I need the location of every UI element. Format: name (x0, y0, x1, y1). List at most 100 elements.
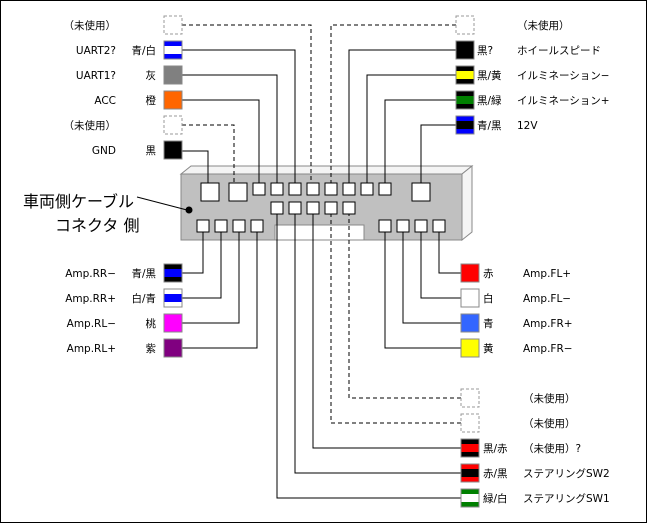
wire-swatch-border (455, 90, 475, 110)
wire-color-block (163, 338, 183, 358)
wire-swatch (460, 388, 480, 408)
wire-swatch (163, 115, 183, 135)
wire-stripe (456, 116, 474, 121)
wire-swatch (460, 288, 480, 308)
wire-signal-label: Amp.RR− (65, 268, 116, 280)
wire-signal-label: （未使用） (517, 19, 570, 32)
wire-swatch (163, 313, 183, 333)
wire-color-label: 白 (483, 292, 494, 305)
wire-signal-label: ACC (94, 95, 116, 107)
wire-signal-label: Amp.FR+ (523, 318, 573, 330)
wire-color-label: 白/青 (131, 292, 156, 305)
wire-stripe (461, 464, 479, 469)
wire-color-label: 青 (483, 317, 494, 330)
connector-pin (414, 219, 428, 233)
connector-pin (250, 219, 264, 233)
wire-signal-label: Amp.RR+ (65, 293, 116, 305)
wire-color-label: 黒 (146, 145, 157, 157)
wire-stripe (164, 302, 182, 307)
connector-pin (411, 182, 431, 202)
wire-color-label: 黒/黄 (477, 69, 502, 82)
connector-pin (432, 219, 446, 233)
wire (182, 232, 240, 324)
wire-swatch-border (460, 488, 480, 508)
unused-wire-swatch (455, 15, 475, 35)
wire-stripe (461, 452, 479, 457)
wire (182, 232, 222, 299)
wire (312, 214, 461, 449)
wire-swatch-border (460, 463, 480, 483)
connector-top-edge (179, 165, 474, 175)
connector-pin (200, 182, 220, 202)
wire-color-block (460, 338, 480, 358)
wire-swatch (460, 263, 480, 283)
wire (420, 124, 456, 183)
wire-stripe (461, 489, 479, 494)
wire-stripe (456, 71, 474, 79)
connector-pin (270, 182, 284, 196)
wire-color-label: 黒/赤 (483, 443, 508, 455)
wire-swatch (163, 288, 183, 308)
wire-color-label: 橙 (146, 94, 157, 107)
unused-wire (330, 24, 456, 183)
wire-swatch (460, 438, 480, 458)
wire-stripe (456, 96, 474, 104)
wire-stripe (456, 129, 474, 134)
wire-swatch (460, 488, 480, 508)
wire-stripe (164, 54, 182, 59)
wire-color-label: 赤/黒 (483, 468, 508, 480)
wire-swatches (163, 15, 480, 508)
connector-pin (214, 219, 228, 233)
wire (294, 214, 461, 474)
unused-wire-swatch (460, 388, 480, 408)
connector-label-line1: 車両側ケーブル (23, 192, 134, 211)
wire-swatch-border (163, 263, 183, 283)
wire-stripe (456, 91, 474, 96)
connector-pins (196, 182, 446, 233)
wire-swatch (163, 40, 183, 60)
wire (182, 150, 209, 183)
unused-wire (348, 214, 461, 399)
connector-pin (342, 182, 356, 196)
connector-pin (288, 201, 302, 215)
wire-swatch (163, 263, 183, 283)
wire (366, 74, 456, 183)
wire-swatch (455, 90, 475, 110)
wire-stripe (164, 269, 182, 277)
unused-wire-swatch (163, 115, 183, 135)
wire (182, 49, 296, 183)
wire-signal-label: UART2? (76, 45, 116, 57)
wire-stripe (461, 444, 479, 452)
wire-color-label: 赤 (483, 268, 494, 280)
wire-stripe (164, 41, 182, 46)
wire-signal-label: イルミネーション+ (517, 95, 610, 107)
wire-signal-label: GND (92, 145, 116, 157)
wire (182, 232, 258, 349)
wire-stripe (461, 477, 479, 482)
connector-pin (324, 182, 338, 196)
wire-color-label: 黄 (483, 342, 494, 355)
wire-swatch (460, 338, 480, 358)
wire-color-block (163, 313, 183, 333)
wire-swatch-border (163, 40, 183, 60)
wire (384, 99, 456, 183)
wire-color-block (455, 40, 475, 60)
wire-swatch-border (455, 65, 475, 85)
wire-stripe (456, 121, 474, 129)
wire (276, 214, 461, 499)
unused-wire-swatch (460, 413, 480, 433)
wire-swatch (163, 140, 183, 160)
wire (402, 232, 461, 324)
wire-stripe (164, 264, 182, 269)
wire-stripe (461, 502, 479, 507)
wire-swatch (163, 65, 183, 85)
connector-pin (342, 201, 356, 215)
wire-signal-label: Amp.RL+ (67, 343, 116, 355)
wire-signal-label: （未使用） (64, 19, 117, 32)
unused-wire (182, 124, 235, 183)
wire-stripe (164, 46, 182, 54)
connector-pin (196, 219, 210, 233)
